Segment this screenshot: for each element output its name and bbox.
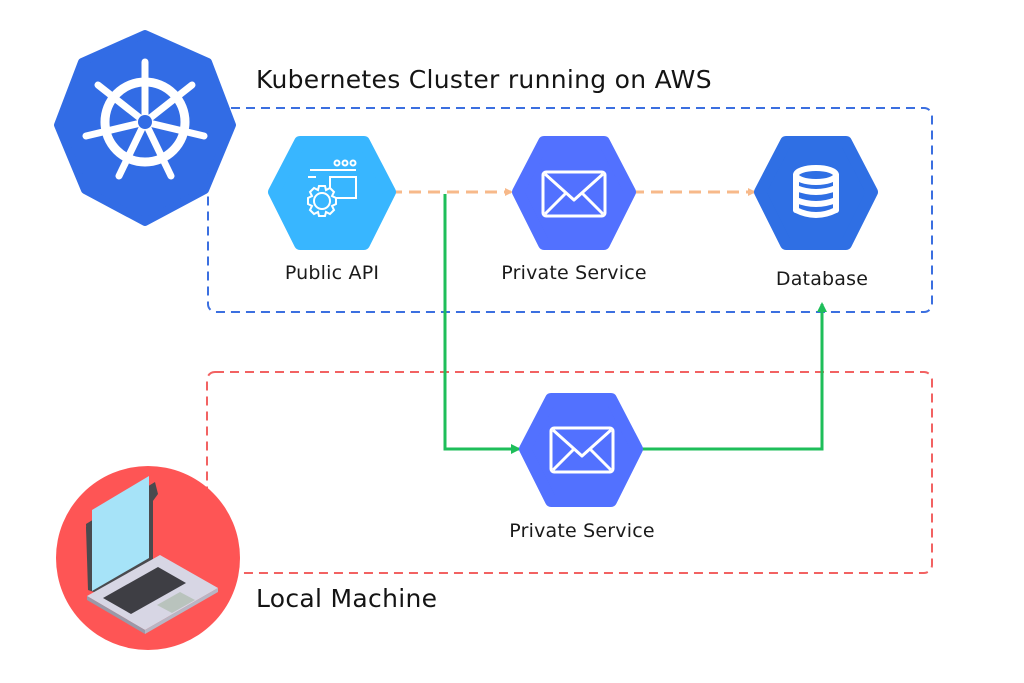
node-label-private-service-local: Private Service — [509, 520, 655, 542]
kubernetes-cluster-title: Kubernetes Cluster running on AWS — [256, 65, 712, 94]
edge-public-api-to-local-private-service — [443, 194, 521, 454]
edge-local-private-service-to-database — [642, 302, 827, 451]
hexagon-shape — [519, 393, 643, 507]
envelope-icon — [549, 426, 615, 474]
laptop-icon — [56, 466, 240, 650]
node-private-service-cluster[interactable] — [512, 136, 636, 250]
node-label-public-api: Public API — [284, 262, 380, 284]
hexagon-shape — [512, 136, 636, 250]
node-label-private-service-cluster: Private Service — [501, 262, 647, 284]
node-private-service-local[interactable] — [519, 393, 643, 507]
local-machine-boundary — [206, 371, 933, 574]
kubernetes-helm-icon — [54, 30, 236, 226]
envelope-icon — [541, 170, 607, 218]
node-label-database: Database — [775, 268, 869, 290]
local-machine-title: Local Machine — [256, 584, 438, 613]
node-public-api[interactable] — [268, 136, 396, 250]
node-database[interactable] — [754, 136, 878, 250]
kubernetes-cluster-boundary — [207, 107, 933, 313]
api-gear-icon — [307, 159, 357, 217]
database-icon — [793, 165, 839, 218]
